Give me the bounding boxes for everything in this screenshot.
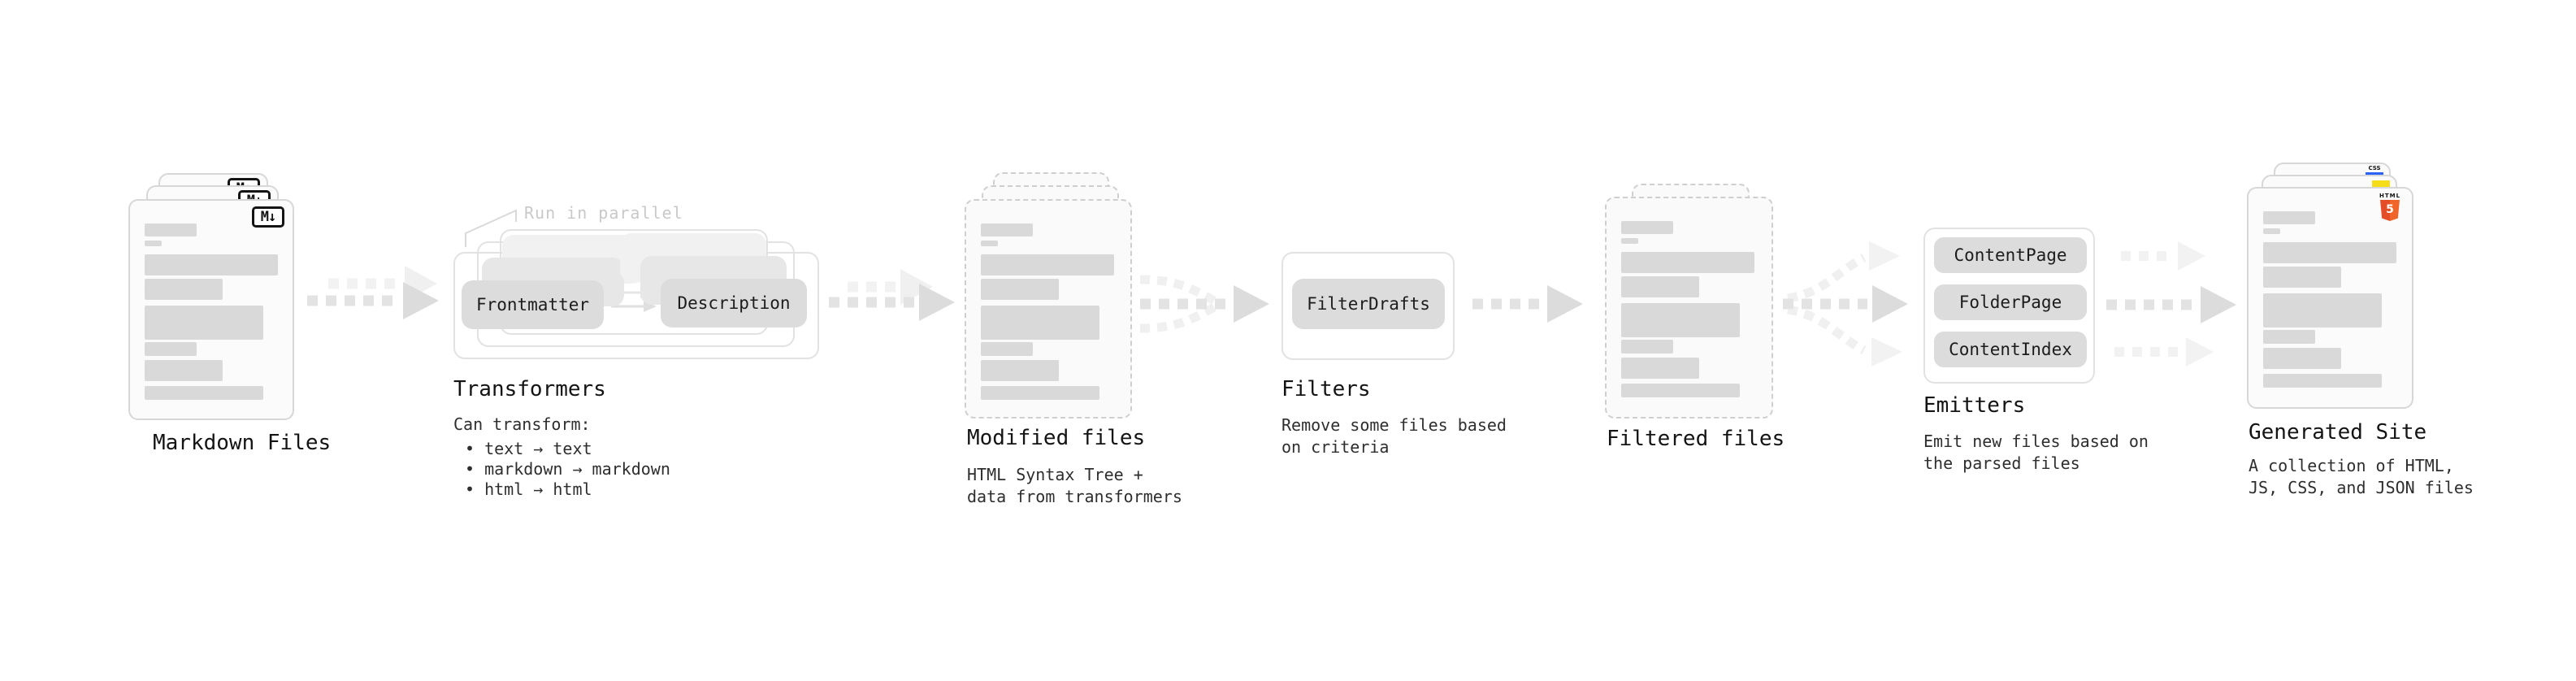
stage-title-filters: Filters: [1281, 377, 1371, 401]
modified-file-card-front: [965, 199, 1132, 419]
css-icon-underline: [2366, 172, 2383, 176]
markdown-file-card-front: M↓: [128, 199, 294, 420]
modified-files-subtitle: HTML Syntax Tree +: [967, 465, 1143, 484]
placeholder-text-bar: [145, 241, 162, 246]
placeholder-text-bar: [145, 279, 223, 300]
modified-files-subtitle: data from transformers: [967, 487, 1182, 506]
placeholder-text-bar: [981, 306, 1099, 340]
frontmatter-pill: Frontmatter: [462, 280, 604, 329]
stage-title-emitters: Emitters: [1923, 393, 2026, 418]
placeholder-text-bar: [1621, 358, 1699, 379]
transformers-note-heading: Can transform:: [453, 414, 591, 434]
placeholder-text-bar: [1621, 384, 1740, 397]
placeholder-text-bar: [981, 241, 998, 246]
transformers-bullet: • markdown → markdown: [465, 459, 670, 479]
transformers-bullet: • html → html: [465, 479, 592, 499]
placeholder-text-bar: [1621, 303, 1740, 337]
css-icon-label: CSS: [2368, 165, 2381, 171]
generated-site-subtitle: A collection of HTML,: [2249, 456, 2454, 475]
arrow-modified-to-filters: [1139, 275, 1269, 333]
css-file-icon: CSS: [2366, 166, 2383, 176]
stage-title-modified-files: Modified files: [967, 426, 1146, 450]
arrow-filtered-to-emitters: [1783, 241, 1908, 367]
placeholder-text-bar: [1621, 276, 1699, 297]
filterdrafts-pill: FilterDrafts: [1292, 279, 1445, 329]
placeholder-text-bar: [981, 279, 1059, 300]
placeholder-text-bar: [2263, 330, 2315, 344]
markdown-icon: M↓: [252, 206, 284, 228]
filters-box: [1281, 252, 1455, 360]
placeholder-text-bar: [2263, 211, 2315, 224]
run-in-parallel-label: Run in parallel: [524, 203, 683, 223]
placeholder-text-bar: [145, 386, 263, 400]
filters-subtitle: on criteria: [1281, 437, 1390, 457]
placeholder-text-bar: [1621, 238, 1638, 244]
arrow-markdown-to-transformers: [307, 266, 439, 319]
generated-site-subtitle: JS, CSS, and JSON files: [2249, 478, 2474, 497]
transformers-bullet: • text → text: [465, 439, 592, 458]
stage-title-transformers: Transformers: [453, 377, 606, 401]
placeholder-text-bar: [145, 223, 197, 236]
placeholder-text-bar: [981, 386, 1099, 400]
placeholder-text-bar: [2263, 374, 2382, 388]
generated-file-card-front: HTML 5: [2247, 187, 2413, 409]
html5-icon-shield: 5: [2380, 200, 2400, 221]
placeholder-text-bar: [981, 223, 1033, 236]
document-content-bars: [981, 222, 1121, 402]
placeholder-text-bar: [145, 254, 278, 275]
placeholder-text-bar: [2263, 348, 2341, 369]
stage-title-filtered-files: Filtered files: [1607, 427, 1785, 451]
contentindex-pill: ContentIndex: [1934, 332, 2087, 367]
placeholder-text-bar: [2263, 242, 2396, 263]
description-pill: Description: [661, 279, 807, 327]
arrow-filters-to-filtered: [1472, 285, 1583, 323]
emitters-subtitle: Emit new files based on: [1923, 432, 2149, 451]
placeholder-text-bar: [981, 254, 1114, 275]
contentpage-pill: ContentPage: [1934, 237, 2087, 273]
placeholder-text-bar: [981, 360, 1059, 381]
placeholder-text-bar: [145, 360, 223, 381]
placeholder-text-bar: [981, 342, 1033, 356]
filters-subtitle: Remove some files based: [1281, 415, 1507, 435]
emitters-box: [1923, 228, 2095, 384]
document-content-bars: [145, 222, 284, 402]
document-content-bars: [2263, 210, 2403, 390]
html5-icon: HTML 5: [2378, 193, 2402, 221]
filtered-file-card-front: [1605, 197, 1773, 419]
placeholder-text-bar: [145, 306, 263, 340]
emitters-subtitle: the parsed files: [1923, 453, 2080, 473]
run-in-parallel-leader-line: [465, 209, 517, 247]
placeholder-text-bar: [2263, 228, 2280, 234]
placeholder-text-bar: [1621, 340, 1673, 354]
placeholder-text-bar: [1621, 221, 1673, 234]
arrow-emitters-to-generated: [2106, 241, 2236, 367]
placeholder-text-bar: [1621, 252, 1754, 273]
arrow-transformers-to-modified: [829, 269, 955, 321]
stage-title-markdown-files: Markdown Files: [153, 431, 332, 455]
placeholder-text-bar: [2263, 293, 2382, 327]
placeholder-text-bar: [145, 342, 197, 356]
placeholder-text-bar: [2263, 267, 2341, 288]
folderpage-pill: FolderPage: [1934, 284, 2087, 320]
document-content-bars: [1621, 219, 1761, 400]
html5-icon-label: HTML: [2379, 193, 2401, 199]
stage-title-generated-site: Generated Site: [2249, 420, 2427, 445]
